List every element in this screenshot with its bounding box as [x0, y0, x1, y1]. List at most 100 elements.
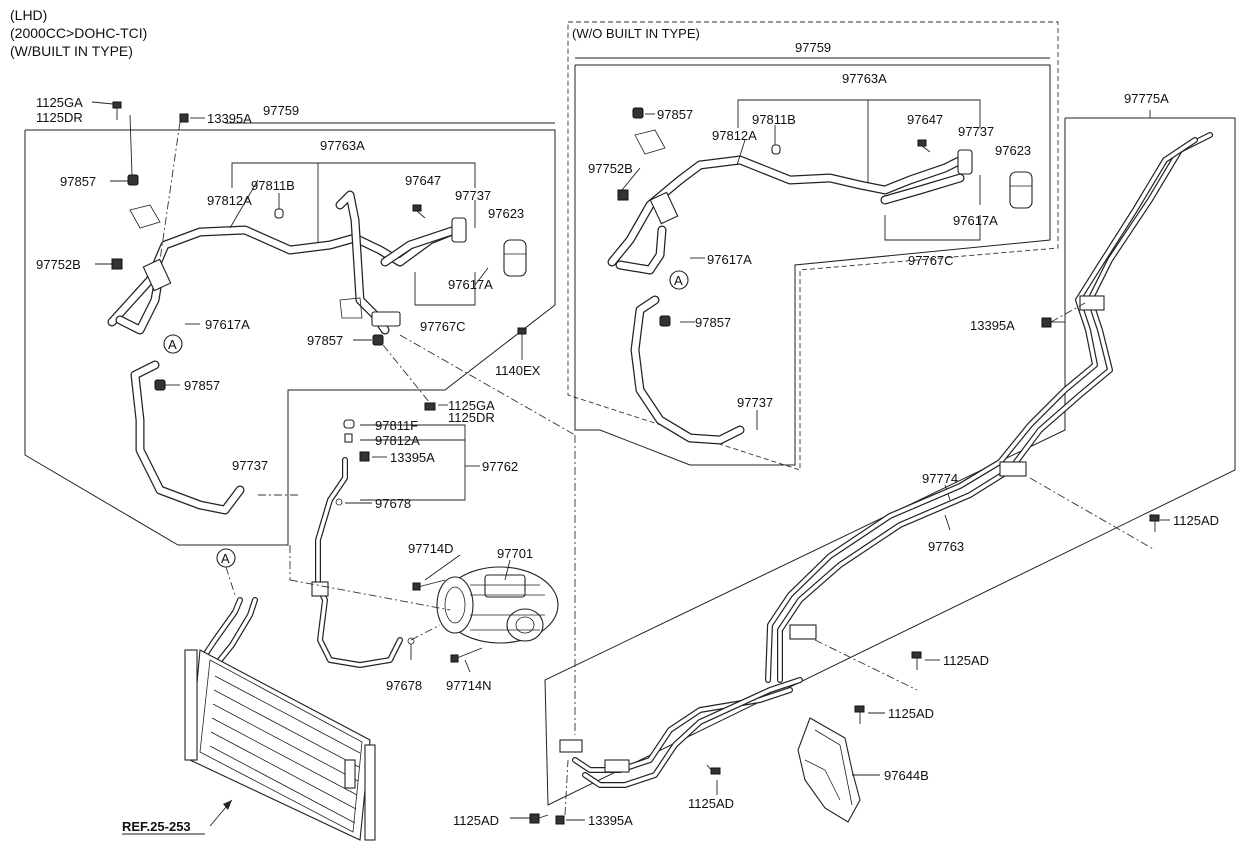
label-97812a: 97812A — [207, 193, 252, 208]
label-1140ex: 1140EX — [495, 363, 541, 378]
wo-label-97617a: 97617A — [953, 213, 998, 228]
wo-label-97617a-second: 97617A — [707, 252, 752, 267]
label-1125ad-fourth: 1125AD — [688, 796, 734, 811]
left-labels: 1125GA 1125DR 13395A 97759 97763A 97811B… — [36, 95, 541, 425]
right-pipe-assembly — [559, 132, 1213, 823]
label-97759: 97759 — [263, 103, 299, 118]
condenser-core — [184, 649, 376, 841]
label-97644b: 97644B — [884, 768, 929, 783]
grommet-icon — [372, 334, 384, 346]
cap-icon — [343, 419, 355, 429]
label-1125ad-second: 1125AD — [943, 653, 989, 668]
wo-label-97737: 97737 — [958, 124, 994, 139]
bolt-icon — [854, 705, 865, 724]
label-97767c: 97767C — [420, 319, 466, 334]
pipe-bracket — [604, 759, 630, 773]
bolt-icon — [517, 327, 527, 345]
label-1125ad-third: 1125AD — [888, 706, 934, 721]
wo-label-97811b: 97811B — [752, 112, 796, 127]
header-block: (LHD) (2000CC>DOHC-TCI) (W/BUILT IN TYPE… — [10, 7, 147, 59]
bolt-icon — [424, 402, 436, 411]
valve-icon — [617, 189, 629, 201]
pipe-bracket — [311, 581, 329, 597]
wo-label-97623: 97623 — [995, 143, 1031, 158]
reference-marker-a — [163, 334, 183, 354]
label-97763: 97763 — [928, 539, 964, 554]
bolt-icon — [412, 579, 446, 591]
label-13395a-bottom: 13395A — [588, 813, 633, 828]
label-1125ga-second: 1125GA — [448, 398, 495, 413]
label-97811f: 97811F — [375, 418, 418, 433]
label-97857-third: 97857 — [184, 378, 220, 393]
header-line-lhd: (LHD) — [10, 7, 47, 23]
air-guard-97644b — [797, 717, 861, 823]
label-97737: 97737 — [455, 188, 491, 203]
wo-label-97767c: 97767C — [908, 253, 954, 268]
label-97737-lower: 97737 — [232, 458, 268, 473]
label-97857-second: 97857 — [307, 333, 343, 348]
bolt-icon — [529, 813, 549, 824]
grommet-icon — [154, 379, 166, 391]
grommet-icon — [659, 315, 671, 327]
wo-hose-assembly — [607, 129, 1033, 445]
label-97617a: 97617A — [448, 277, 493, 292]
wo-labels: 97759 97763A 97857 97811B 97812A 97647 9… — [588, 40, 1031, 410]
wo-label-a-marker: A — [674, 273, 683, 288]
grommet-icon — [127, 174, 139, 186]
wo-label-97812a: 97812A — [712, 128, 757, 143]
left-leaders — [91, 101, 523, 406]
pipe-bracket — [559, 739, 583, 753]
label-ref-25-253: REF.25-253 — [122, 819, 191, 834]
left-hose-assembly — [107, 190, 527, 515]
label-97763a: 97763A — [320, 138, 365, 153]
label-13395a: 13395A — [207, 111, 252, 126]
pipe-bracket — [789, 624, 817, 640]
condenser-group: A REF.25-253 — [122, 548, 376, 841]
compressor-unit — [436, 566, 559, 644]
label-13395a-lower: 13395A — [390, 450, 435, 465]
right-fasteners — [399, 302, 1170, 825]
label-1125dr: 1125DR — [36, 110, 83, 125]
left-fasteners — [111, 101, 527, 411]
wo-label-97857-second: 97857 — [695, 315, 731, 330]
label-97678: 97678 — [375, 496, 411, 511]
label-1125ga: 1125GA — [36, 95, 83, 110]
reference-marker-a — [669, 270, 689, 290]
label-97623: 97623 — [488, 206, 524, 221]
cap-icon — [771, 144, 781, 155]
wo-label-97752b: 97752B — [588, 161, 633, 176]
right-labels: 97775A 13395A 97774 97763 1125AD 1125AD … — [453, 91, 1219, 828]
wo-label-97647: 97647 — [907, 112, 943, 127]
label-a-marker-lower: A — [221, 551, 230, 566]
nut-icon — [555, 815, 565, 825]
bolt-icon — [1149, 514, 1160, 532]
pipe-bracket — [999, 461, 1027, 477]
compressor-group — [258, 419, 559, 673]
label-a-marker: A — [168, 337, 177, 352]
wo-label-97759: 97759 — [795, 40, 831, 55]
label-97774: 97774 — [922, 471, 958, 486]
label-97647: 97647 — [405, 173, 441, 188]
wo-label-97857: 97857 — [657, 107, 693, 122]
pipe-bracket — [1079, 295, 1105, 311]
nut-icon — [359, 451, 370, 462]
label-1125ad-fifth: 1125AD — [453, 813, 499, 828]
label-97617a-second: 97617A — [205, 317, 250, 332]
label-97812a-lower: 97812A — [375, 433, 420, 448]
left-assembly-frame — [24, 122, 556, 546]
bolt-icon — [412, 204, 426, 219]
label-97857: 97857 — [60, 174, 96, 189]
label-97775a: 97775A — [1124, 91, 1169, 106]
compressor-labels: 97811F 97812A 13395A 97762 97737 97678 9… — [232, 418, 533, 693]
bolt-icon — [917, 139, 931, 153]
valve-icon — [111, 258, 123, 270]
valve-core-icon — [344, 433, 353, 443]
header-line-type: (W/BUILT IN TYPE) — [10, 43, 133, 59]
bolt-icon — [112, 101, 122, 120]
label-97701: 97701 — [497, 546, 533, 561]
label-13395a-right: 13395A — [970, 318, 1015, 333]
header-line-engine: (2000CC>DOHC-TCI) — [10, 25, 147, 41]
wo-label-97737-second: 97737 — [737, 395, 773, 410]
nut-icon — [1041, 317, 1052, 328]
